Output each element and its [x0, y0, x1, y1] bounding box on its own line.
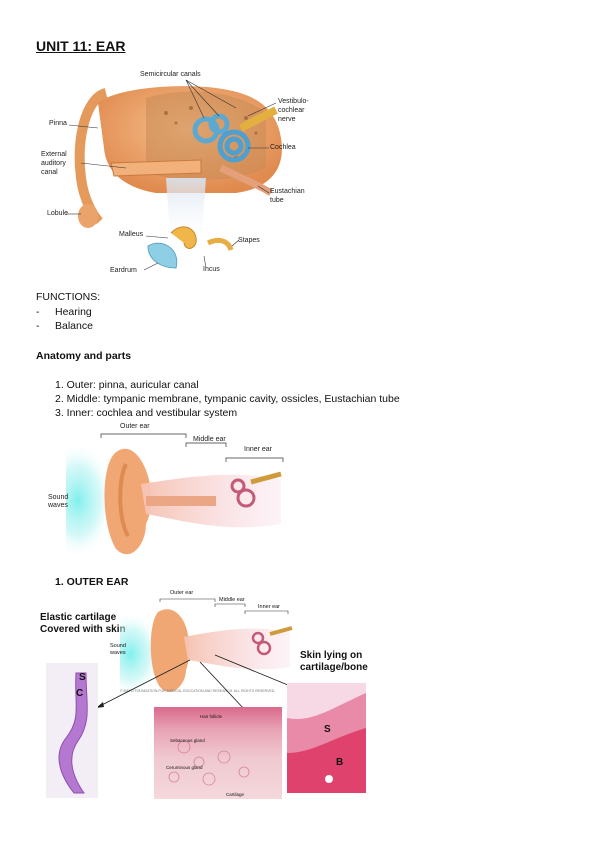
page-title: UNIT 11: EAR	[36, 38, 126, 54]
outer-ear-small-figure: © MAYO FOUNDATION FOR MEDICAL EDUCATION …	[120, 598, 293, 697]
label-middle-ear: Middle ear	[193, 436, 226, 443]
copyright-text: © MAYO FOUNDATION FOR MEDICAL EDUCATION …	[120, 689, 275, 693]
micro-label-hair: Hair follicle	[200, 714, 223, 719]
label-cochlea: Cochlea	[270, 144, 296, 151]
list-item: 3. Inner: cochlea and vestibular system	[55, 407, 238, 419]
histo-s-label: S	[79, 672, 86, 683]
ear-anatomy-figure	[66, 79, 282, 271]
label-outer-ear: Outer ear	[120, 423, 150, 430]
histo2-s-label: S	[324, 724, 331, 735]
label-tube: tube	[270, 197, 284, 204]
micro-label-ceruminous: Ceruminous gland	[166, 765, 203, 770]
list-item: 1. Outer: pinna, auricular canal	[55, 379, 199, 391]
small-label-sound: Sound	[110, 643, 126, 649]
cartilage-bone-label: cartilage/bone	[300, 662, 368, 673]
histology-skin-micrograph	[154, 707, 282, 799]
label-canal: canal	[41, 169, 58, 176]
label-vestibulo: Vestibulo-	[278, 98, 309, 105]
label-malleus: Malleus	[119, 231, 144, 238]
small-label-waves: waves	[110, 650, 126, 656]
histology-skin-on-bone	[287, 683, 366, 793]
label-sound: Sound	[48, 494, 69, 501]
histo2-b-label: B	[336, 757, 344, 768]
functions-heading: FUNCTIONS:	[36, 291, 101, 303]
label-semicircular-canals: Semicircular canals	[140, 71, 201, 78]
small-label-outer: Outer ear	[170, 590, 194, 596]
small-label-inner: Inner ear	[258, 604, 281, 610]
ear-sections-figure	[66, 429, 284, 559]
label-lobule: Lobule	[47, 210, 69, 217]
histology-elastic-cartilage	[46, 663, 98, 798]
micro-label-cartilage: Cartilage	[226, 792, 245, 797]
label-cochlear: cochlear	[278, 107, 305, 114]
list-item: -Hearing	[36, 306, 92, 318]
label-nerve: nerve	[278, 116, 296, 123]
elastic-cartilage-label: Elastic cartilage	[40, 612, 117, 623]
functions-list: -Hearing -Balance	[36, 305, 93, 333]
label-pinna: Pinna	[49, 120, 67, 127]
anatomy-heading: Anatomy and parts	[36, 350, 132, 362]
label-auditory: auditory	[41, 160, 66, 167]
label-waves: waves	[48, 502, 68, 509]
list-item: 2. Middle: tympanic membrane, tympanic c…	[55, 393, 400, 405]
covered-skin-label: Covered with skin	[40, 624, 126, 635]
histo-c-label: C	[76, 688, 84, 699]
skin-lying-label: Skin lying on	[300, 650, 363, 661]
label-eustachian: Eustachian	[270, 188, 305, 195]
label-incus: Incus	[203, 266, 220, 273]
outer-ear-heading: 1. OUTER EAR	[55, 576, 129, 588]
micro-label-sebaceous: Sebaceous gland	[170, 738, 205, 743]
small-label-middle: Middle ear	[219, 597, 245, 603]
label-stapes: Stapes	[238, 237, 260, 244]
list-item: -Balance	[36, 320, 93, 332]
anatomy-list: 1. Outer: pinna, auricular canal 2. Midd…	[55, 378, 400, 420]
label-inner-ear: Inner ear	[244, 446, 273, 453]
label-eardrum: Eardrum	[110, 267, 137, 274]
label-external: External	[41, 151, 67, 158]
